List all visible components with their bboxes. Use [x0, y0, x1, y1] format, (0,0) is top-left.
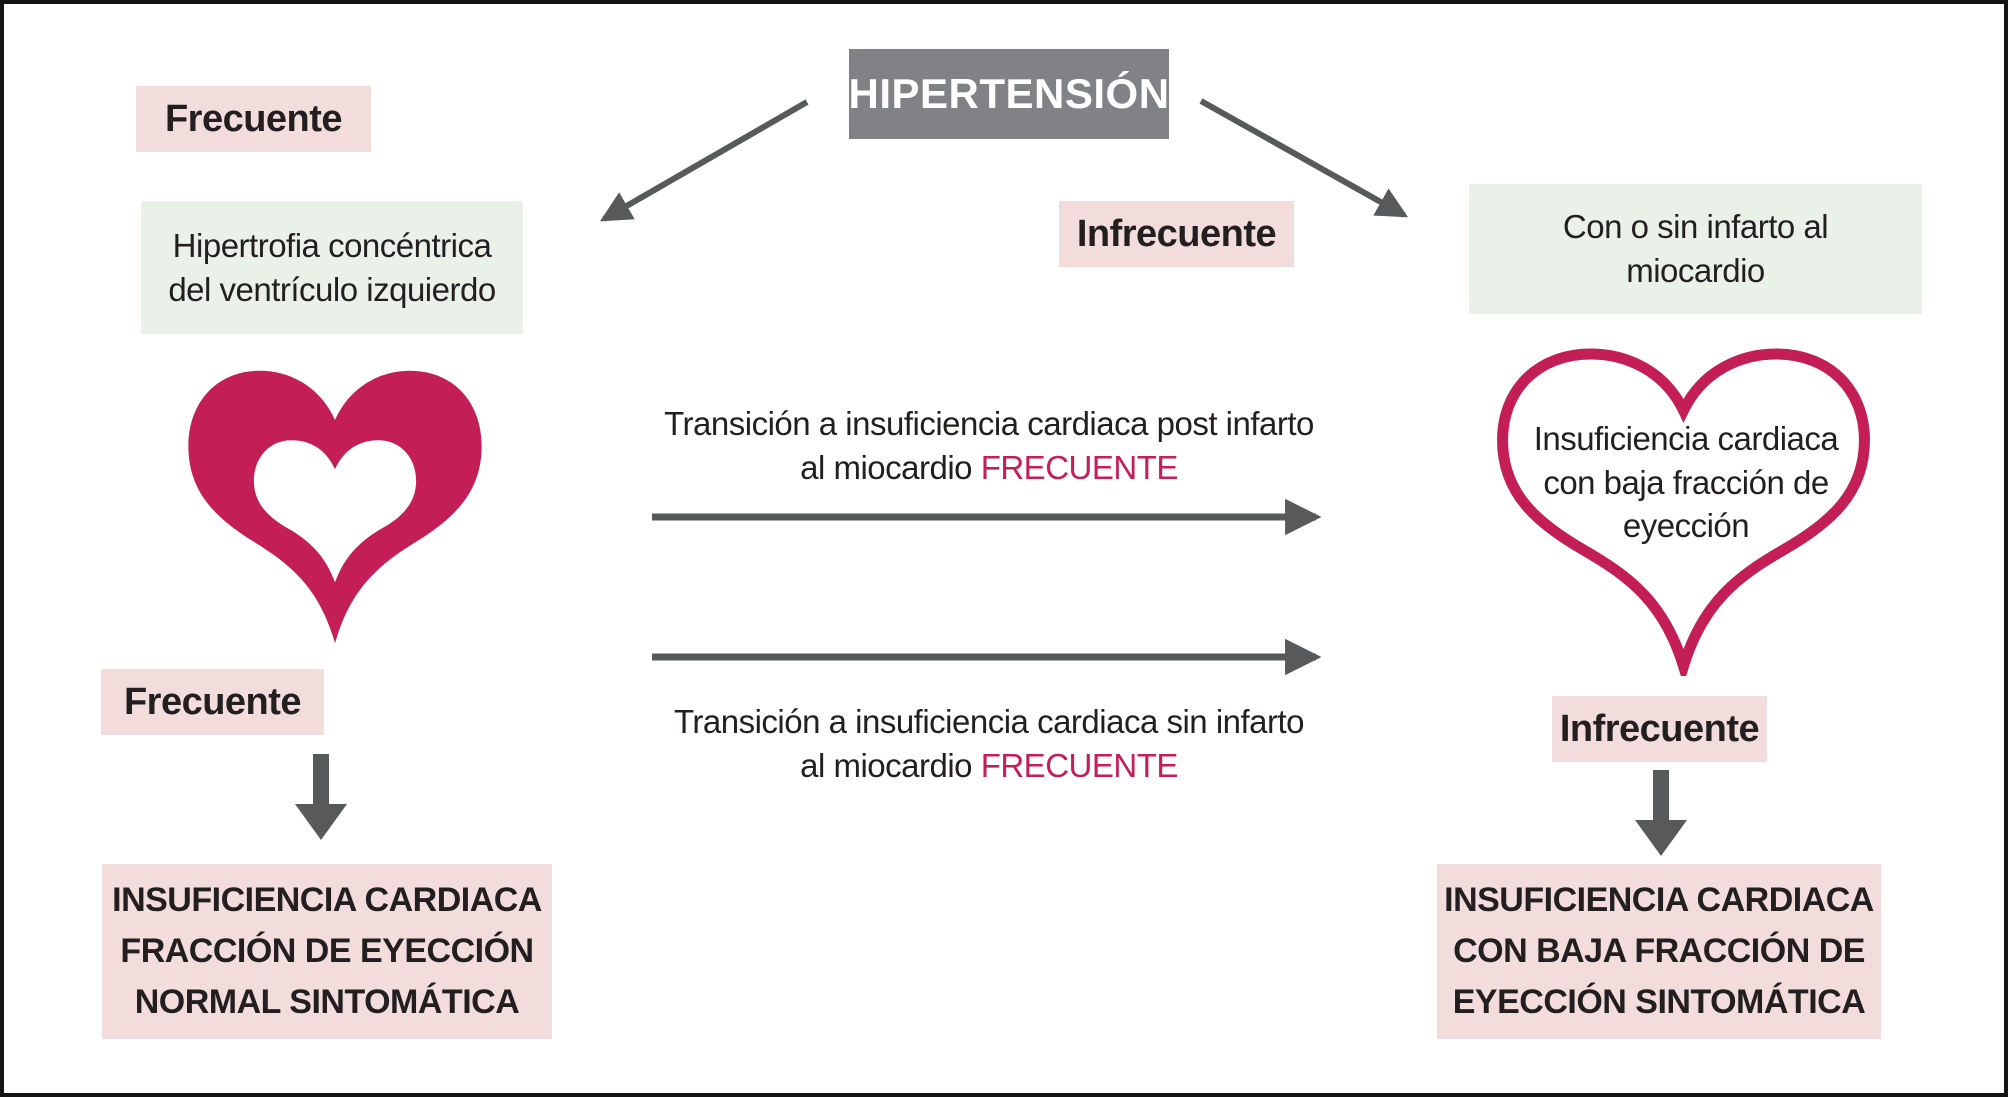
transition-text-top: Transición a insuficiencia cardiaca post… — [609, 402, 1369, 490]
condition-right-line2: miocardio — [1626, 252, 1765, 289]
down-arrow-right — [1635, 770, 1687, 856]
frequency-label-top-left: Frecuente — [136, 86, 371, 152]
heart-label-line2: con baja fracción de — [1543, 463, 1829, 501]
condition-right-line1: Con o sin infarto al — [1562, 208, 1829, 246]
hypertension-title-box: HIPERTENSIÓN — [848, 49, 1170, 139]
transition-bottom-highlight: FRECUENTE — [980, 747, 1179, 785]
transition-top-line1: Transición a insuficiencia cardiaca post… — [664, 405, 1314, 442]
heart-label-right: Insuficiencia cardiaca con baja fracción… — [1516, 417, 1856, 548]
solid-heart-icon — [188, 370, 482, 644]
outcome-box-right: INSUFICIENCIA CARDIACA CON BAJA FRACCIÓN… — [1437, 864, 1881, 1039]
frequency-label-bottom-left-text: Frecuente — [123, 680, 302, 723]
frequency-label-top-left-text: Frecuente — [164, 97, 343, 140]
frequency-label-bottom-right-text: Infrecuente — [1559, 707, 1760, 750]
frequency-label-bottom-right: Infrecuente — [1552, 696, 1767, 762]
outline-heart-icon — [1491, 344, 1876, 676]
outcome-box-left: INSUFICIENCIA CARDIACA FRACCIÓN DE EYECC… — [102, 864, 552, 1039]
transition-text-bottom: Transición a insuficiencia cardiaca sin … — [609, 700, 1369, 788]
transition-top-highlight: FRECUENTE — [980, 449, 1179, 487]
outcome-right-line1: INSUFICIENCIA CARDIACA — [1444, 881, 1874, 919]
outcome-left-line3: NORMAL SINTOMÁTICA — [134, 983, 520, 1021]
hypertension-title: HIPERTENSIÓN — [848, 70, 1170, 117]
down-arrow-left — [295, 754, 347, 840]
arrows-layer — [295, 98, 1687, 856]
frequency-label-top-right: Infrecuente — [1059, 201, 1294, 267]
transition-bottom-line2: al miocardio FRECUENTE — [609, 744, 1369, 788]
heart-label-line1: Insuficiencia cardiaca — [1533, 420, 1839, 457]
heart-label-line3: eyección — [1622, 507, 1750, 545]
transition-bottom-line1: Transición a insuficiencia cardiaca sin … — [673, 703, 1305, 740]
condition-left-line1: Hipertrofia concéntrica — [172, 226, 492, 264]
outcome-left-line1: INSUFICIENCIA CARDIACA — [112, 881, 542, 919]
condition-box-right: Con o sin infarto al miocardio — [1469, 184, 1922, 314]
diagonal-arrow-right — [1199, 98, 1409, 218]
transition-top-line2: al miocardio FRECUENTE — [609, 446, 1369, 490]
condition-box-left: Hipertrofia concéntrica del ventrículo i… — [141, 201, 523, 334]
frequency-label-top-right-text: Infrecuente — [1076, 212, 1277, 255]
transition-bottom-line2-prefix: al miocardio — [800, 747, 981, 785]
outcome-right-line3: EYECCIÓN SINTOMÁTICA — [1452, 983, 1866, 1021]
outcome-left-line2: FRACCIÓN DE EYECCIÓN — [120, 932, 534, 970]
diagonal-arrow-left — [599, 99, 809, 222]
frequency-label-bottom-left: Frecuente — [101, 669, 324, 735]
outcome-right-line2: CON BAJA FRACCIÓN DE — [1453, 932, 1865, 970]
condition-left-line2: del ventrículo izquierdo — [168, 270, 496, 308]
transition-top-line2-prefix: al miocardio — [800, 449, 981, 487]
